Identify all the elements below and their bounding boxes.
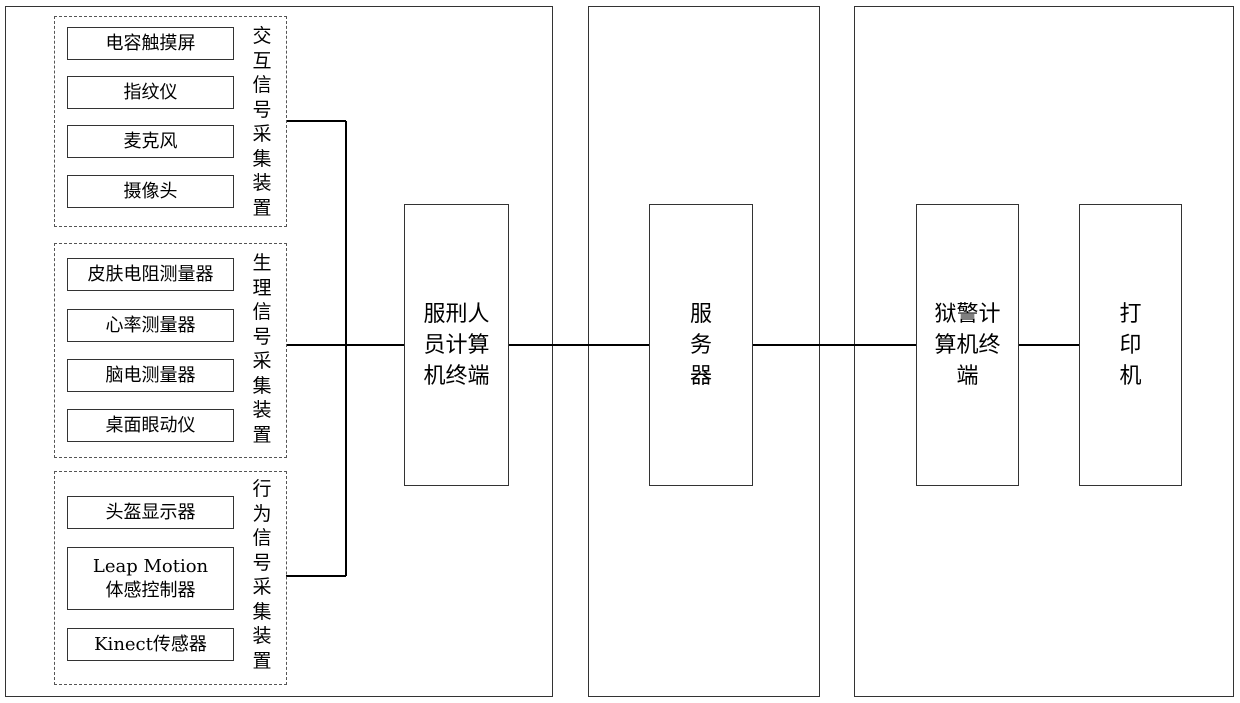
item-head-mounted-display: 头盔显示器 (67, 496, 234, 529)
node-printer-label: 打 印 机 (1119, 299, 1141, 392)
vertical-label-char: 信 (252, 300, 271, 325)
vertical-label-char: 为 (252, 502, 271, 527)
vertical-label-char: 生 (252, 251, 271, 276)
item-desktop-eye-tracker: 桌面眼动仪 (67, 409, 234, 442)
vertical-label-char: 理 (252, 276, 271, 301)
vertical-label-char: 信 (252, 73, 271, 98)
vertical-label-char: 集 (252, 374, 271, 399)
vertical-label-char: 行 (252, 477, 271, 502)
vertical-label-char: 集 (252, 600, 271, 625)
vertical-label-char: 装 (252, 398, 271, 423)
item-kinect-sensor: Kinect传感器 (67, 628, 234, 661)
node-inmate-terminal: 服刑人 员计算 机终端 (404, 204, 509, 486)
item-leap-motion-controller: Leap Motion 体感控制器 (67, 547, 234, 610)
group-label-behavior: 行为信号采集装置 (248, 477, 276, 673)
vertical-label-char: 号 (252, 98, 271, 123)
item-skin-resistance-meter: 皮肤电阻测量器 (67, 258, 234, 291)
vertical-label-char: 采 (252, 575, 271, 600)
vertical-label-char: 号 (252, 325, 271, 350)
node-server: 服 务 器 (649, 204, 753, 486)
vertical-label-char: 互 (252, 49, 271, 74)
vertical-label-char: 装 (252, 624, 271, 649)
node-guard-terminal: 狱警计 算机终 端 (916, 204, 1019, 486)
vertical-label-char: 交 (252, 24, 271, 49)
vertical-label-char: 装 (252, 171, 271, 196)
vertical-label-char: 置 (252, 649, 271, 674)
vertical-label-char: 号 (252, 551, 271, 576)
vertical-label-char: 置 (252, 423, 271, 448)
item-eeg-meter: 脑电测量器 (67, 359, 234, 392)
vertical-label-char: 采 (252, 349, 271, 374)
item-microphone: 麦克风 (67, 125, 234, 158)
node-printer: 打 印 机 (1079, 204, 1182, 486)
group-label-interaction: 交互信号采集装置 (248, 24, 276, 220)
vertical-label-char: 置 (252, 196, 271, 221)
item-fingerprint-reader: 指纹仪 (67, 76, 234, 109)
node-inmate-terminal-label: 服刑人 员计算 机终端 (423, 299, 489, 392)
vertical-label-char: 采 (252, 122, 271, 147)
node-server-label: 服 务 器 (690, 299, 712, 392)
vertical-label-char: 集 (252, 147, 271, 172)
item-heart-rate-meter: 心率测量器 (67, 309, 234, 342)
vertical-label-char: 信 (252, 526, 271, 551)
node-guard-terminal-label: 狱警计 算机终 端 (934, 299, 1000, 392)
item-capacitive-touchscreen: 电容触摸屏 (67, 27, 234, 60)
item-camera: 摄像头 (67, 175, 234, 208)
group-label-physiological: 生理信号采集装置 (248, 251, 276, 447)
